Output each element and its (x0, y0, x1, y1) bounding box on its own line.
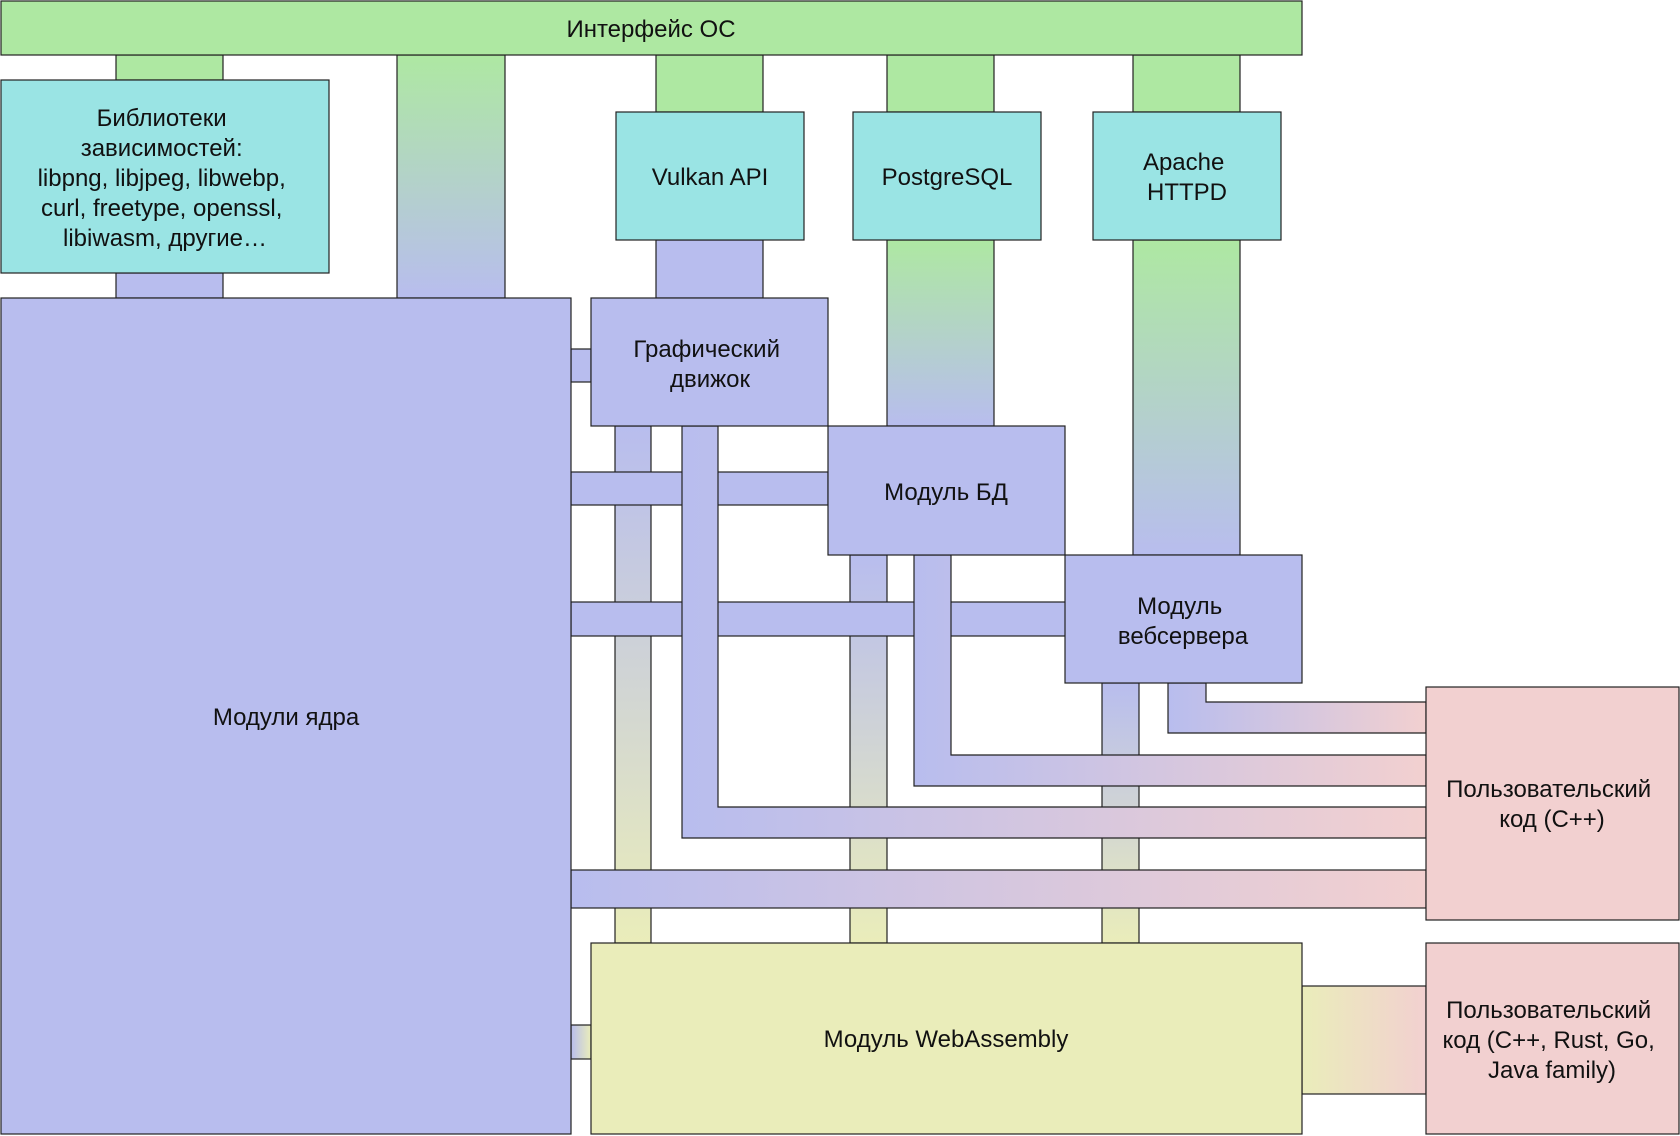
os-interface-box (0, 0, 1303, 56)
connector-apache-web (1132, 239, 1241, 556)
user-code-multi-box (1425, 942, 1680, 1135)
webserver-module-label: Модуль вебсервера (1118, 593, 1249, 650)
apache-label: Apache HTTPD (1143, 149, 1231, 206)
connector-os-core (396, 54, 506, 299)
libraries-label: Библиотеки зависимостей: libpng, libjpeg… (38, 105, 293, 252)
connector-core-wasm (570, 1024, 592, 1060)
graphics-engine-label: Графический движок (633, 336, 786, 393)
connector-graphics-wasm (614, 425, 652, 944)
connector-web-user (1167, 682, 1427, 734)
apache-box (1092, 111, 1282, 241)
user-code-cpp-box (1425, 686, 1680, 921)
user-code-cpp-label: Пользовательский код (C++) (1446, 776, 1658, 833)
connectors (115, 54, 1427, 1095)
connector-core-graphics (570, 348, 592, 383)
connector-libs-core (115, 272, 224, 299)
db-module-label: Модуль БД (884, 479, 1008, 506)
vulkan-box (615, 111, 805, 241)
wasm-module-label: Модуль WebAssembly (824, 1026, 1069, 1053)
connector-os-postgres (886, 54, 995, 113)
postgres-label: PostgreSQL (882, 164, 1013, 191)
labels: Интерфейс ОС Библиотеки зависимостей: li… (38, 16, 1662, 1084)
connector-os-vulkan (655, 54, 764, 113)
db-module-box (827, 425, 1066, 556)
connector-vulkan-graphics (655, 239, 764, 299)
wasm-module-box (590, 942, 1303, 1135)
os-interface-label: Интерфейс ОС (566, 16, 735, 43)
webserver-module-box (1064, 554, 1303, 684)
libraries-box (0, 79, 330, 274)
core-modules-label: Модули ядра (213, 704, 360, 731)
connector-wasm-user (1301, 985, 1427, 1095)
connector-postgres-db (886, 239, 995, 427)
connector-os-libs (115, 54, 224, 81)
vulkan-label: Vulkan API (652, 164, 769, 191)
connector-core-web (570, 601, 1067, 637)
connector-core-user (570, 869, 1427, 909)
user-code-multi-label: Пользовательский код (C++, Rust, Go, Jav… (1443, 997, 1662, 1084)
postgres-box (852, 111, 1042, 241)
core-modules-box (0, 297, 572, 1135)
connector-os-apache (1132, 54, 1241, 113)
graphics-engine-box (590, 297, 829, 427)
